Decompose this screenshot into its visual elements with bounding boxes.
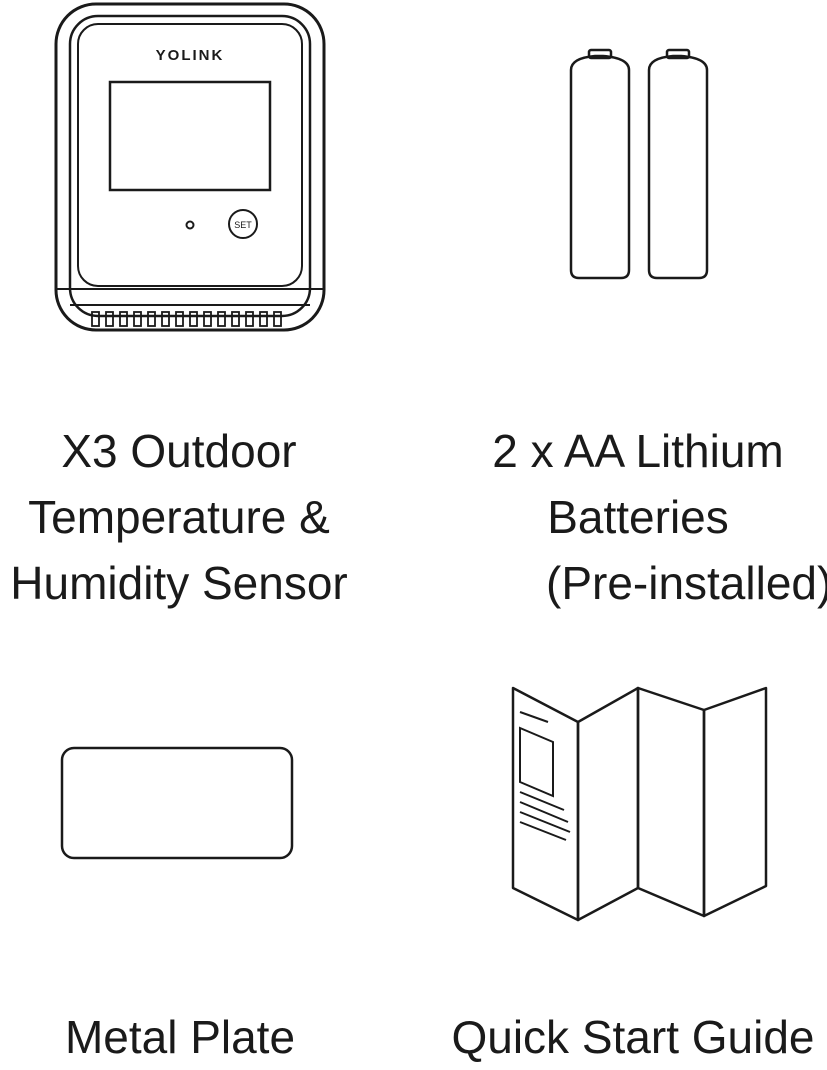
caption-line: Quick Start Guide: [451, 1011, 815, 1063]
battery-icon: [569, 48, 709, 280]
batteries-caption: 2 x AA Lithium Batteries (Pre-installed): [478, 418, 827, 616]
caption-line: Metal Plate: [64, 1011, 296, 1063]
device-set-button-label: SET: [234, 220, 252, 230]
quick-start-guide-caption: Quick Start Guide: [445, 1004, 821, 1070]
metal-plate-caption: Metal Plate: [40, 1004, 320, 1070]
batteries-illustration: [565, 48, 715, 280]
caption-line: Batteries: [547, 491, 729, 543]
caption-line: Humidity Sensor: [10, 557, 348, 609]
caption-line: Temperature &: [28, 491, 330, 543]
folded-guide-icon: [511, 686, 768, 922]
sensor-device-icon: YOLINK SET: [54, 2, 326, 332]
metal-plate-icon: [60, 746, 294, 860]
quick-start-guide-illustration: [508, 684, 770, 924]
sensor-caption: X3 Outdoor Temperature & Humidity Sensor: [0, 418, 358, 616]
metal-plate-illustration: [60, 746, 296, 862]
sensor-device-illustration: YOLINK SET: [50, 0, 330, 340]
caption-line: (Pre-installed): [546, 557, 827, 609]
caption-line: X3 Outdoor: [61, 425, 297, 477]
caption-line: 2 x AA Lithium: [492, 425, 784, 477]
device-brand-logo: YOLINK: [156, 47, 225, 64]
